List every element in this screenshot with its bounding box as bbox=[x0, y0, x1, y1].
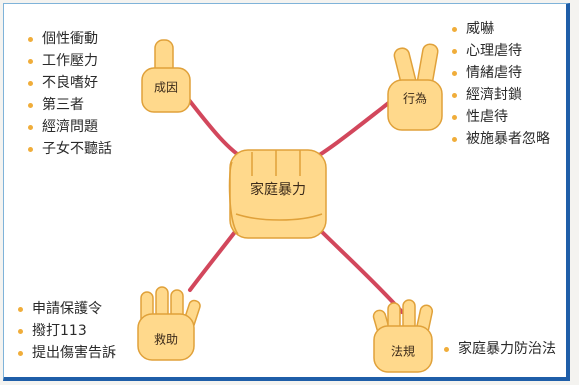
node-label-help: 救助 bbox=[153, 332, 179, 347]
help-list: 申請保護令 撥打113 提出傷害告訴 bbox=[18, 298, 116, 364]
hand-two-fingers-icon bbox=[387, 43, 443, 131]
node-label-causes: 成因 bbox=[153, 80, 179, 95]
list-item: 工作壓力 bbox=[28, 50, 112, 72]
connector-causes bbox=[183, 93, 248, 162]
list-item: 第三者 bbox=[28, 94, 112, 116]
list-item: 撥打113 bbox=[18, 320, 116, 342]
node-label-behavior: 行為 bbox=[402, 91, 428, 106]
connector-law bbox=[316, 226, 404, 314]
hand-open-law-icon bbox=[372, 299, 434, 373]
list-item: 經濟問題 bbox=[28, 116, 112, 138]
center-label: 家庭暴力 bbox=[250, 182, 306, 198]
list-item: 心理虐待 bbox=[452, 40, 550, 62]
causes-list: 個性衝動 工作壓力 不良嗜好 第三者 經濟問題 子女不聽話 bbox=[28, 28, 112, 160]
list-item: 不良嗜好 bbox=[28, 72, 112, 94]
list-item: 個性衝動 bbox=[28, 28, 112, 50]
fist-icon bbox=[228, 149, 327, 239]
list-item: 申請保護令 bbox=[18, 298, 116, 320]
hand-one-finger-icon bbox=[141, 39, 191, 113]
law-list: 家庭暴力防治法 bbox=[444, 338, 556, 360]
behavior-list: 威嚇 心理虐待 情緒虐待 經濟封鎖 性虐待 被施暴者忽略 bbox=[452, 18, 550, 150]
hand-open-help-icon bbox=[137, 286, 201, 361]
list-item: 提出傷害告訴 bbox=[18, 342, 116, 364]
node-label-law: 法規 bbox=[390, 344, 416, 359]
list-item: 子女不聽話 bbox=[28, 138, 112, 160]
list-item: 被施暴者忽略 bbox=[452, 128, 550, 150]
list-item: 情緒虐待 bbox=[452, 62, 550, 84]
list-item: 性虐待 bbox=[452, 106, 550, 128]
list-item: 經濟封鎖 bbox=[452, 84, 550, 106]
connector-help bbox=[188, 226, 240, 292]
list-item: 家庭暴力防治法 bbox=[444, 338, 556, 360]
list-item: 威嚇 bbox=[452, 18, 550, 40]
